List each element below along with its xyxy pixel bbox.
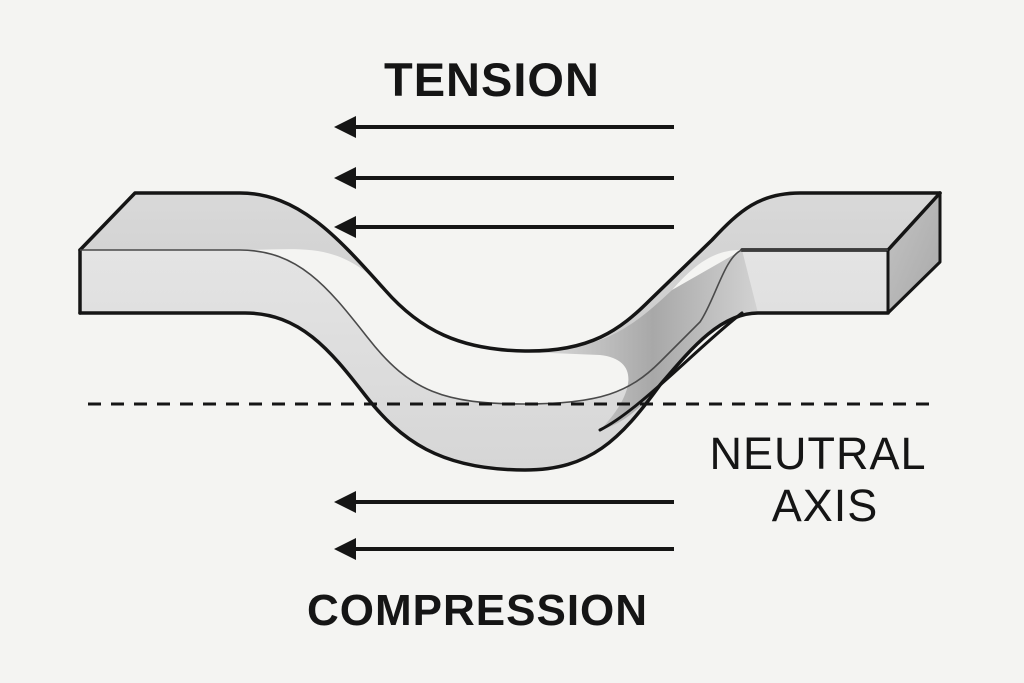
compression-arrow bbox=[334, 491, 674, 513]
tension-arrows bbox=[334, 116, 674, 238]
bent-beam bbox=[78, 191, 942, 472]
compression-arrows bbox=[334, 491, 674, 560]
tension-arrow bbox=[334, 167, 674, 189]
beam-top-surface bbox=[80, 193, 940, 352]
tension-label: TENSION bbox=[384, 53, 600, 106]
beam-bottom-edge bbox=[78, 311, 890, 472]
tension-arrow bbox=[334, 116, 674, 138]
neutral-axis-label-line2: AXIS bbox=[771, 480, 879, 531]
neutral-axis-label-line1: NEUTRAL bbox=[709, 428, 927, 479]
beam-inner-wall bbox=[525, 250, 758, 430]
compression-arrow bbox=[334, 538, 674, 560]
beam-inner-contour bbox=[598, 311, 744, 432]
beam-top-back-edge bbox=[78, 191, 942, 353]
neutral-axis-label: NEUTRAL AXIS bbox=[705, 428, 945, 532]
beam-front-face bbox=[80, 250, 888, 470]
compression-label: COMPRESSION bbox=[307, 586, 649, 635]
tension-arrow bbox=[334, 216, 674, 238]
